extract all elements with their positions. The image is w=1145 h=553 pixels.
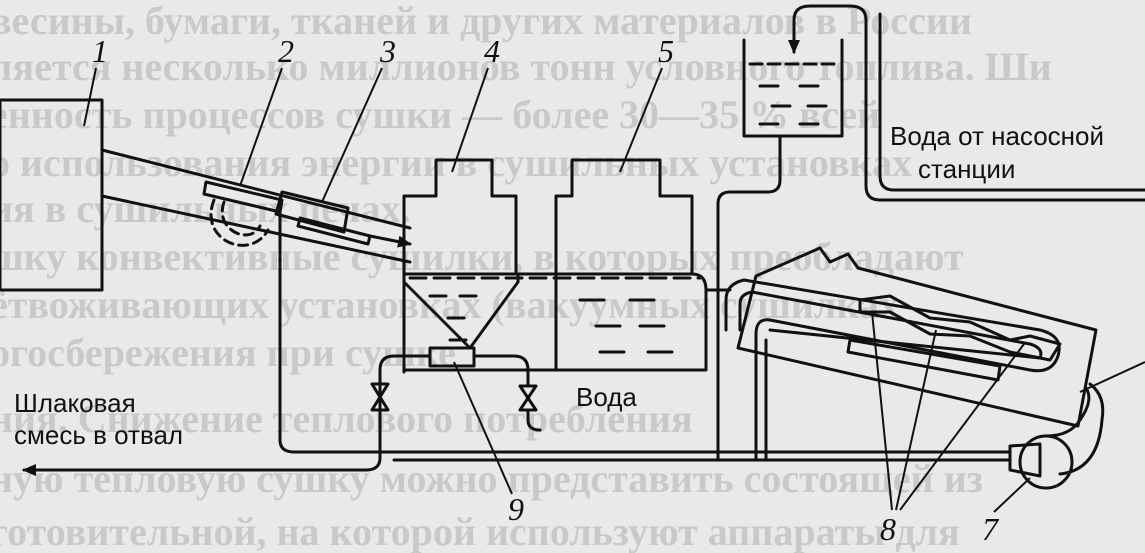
water-from-station-line-1: Вода от насосной [890, 121, 1104, 151]
slag-label-line-2: смесь в отвал [14, 420, 183, 450]
label-1: 1 [92, 33, 108, 69]
leader-9 [453, 361, 513, 495]
water-dashes-top [748, 62, 840, 126]
label-4: 4 [484, 33, 500, 69]
pipe-inlet-top-inner [878, 12, 1145, 192]
pipe-right-drain [472, 354, 530, 388]
leader-5 [619, 67, 663, 173]
leader-7 [993, 477, 1031, 513]
label-8: 8 [880, 511, 896, 547]
leader-1 [83, 67, 97, 127]
valve-right [518, 384, 538, 412]
tank-4 [402, 158, 518, 374]
bg-line-10: ную тепловую сушку можно представить сос… [0, 456, 983, 501]
leader-8c [899, 343, 1025, 511]
exchanger-block [736, 246, 1098, 428]
tanks-body [402, 272, 708, 372]
leader-2 [239, 67, 283, 187]
water-from-station-line-2: станции [918, 154, 1015, 184]
leader-8a [871, 311, 893, 511]
label-3: 3 [379, 33, 396, 69]
leader-8b [895, 329, 937, 511]
label-9: 9 [508, 491, 524, 527]
bg-line-9: ния. Снижение теплового потребления [0, 396, 693, 441]
slag-chute [100, 148, 412, 264]
label-7: 7 [982, 511, 1000, 547]
pipe-left-drain [58, 354, 432, 472]
leader-3 [321, 67, 383, 203]
pipe-inlet-top [792, 4, 1145, 202]
pump-7 [1008, 382, 1105, 490]
tank-5 [554, 158, 694, 276]
leader-4 [451, 67, 489, 173]
water-dashes-tank [408, 276, 702, 354]
pipe-bottom-return [278, 210, 1012, 454]
leader-right [1079, 361, 1145, 393]
pipe-right-valve-down [526, 408, 542, 432]
label-2: 2 [278, 33, 294, 69]
pipe-water-supply [716, 134, 782, 462]
bg-line-6: шку конвективные сушилки, в которых прео… [0, 234, 964, 279]
bg-line-8: огосбережения при сушке [0, 330, 456, 375]
slag-label-line-1: Шлаковая [14, 388, 136, 418]
bg-line-11: готовительной, на которой используют апп… [0, 509, 960, 553]
top-water-tank [742, 38, 844, 138]
water-label: Вода [576, 382, 637, 412]
bg-line-3: енность процессов сушки — более 30—35 % … [0, 92, 880, 137]
valve-left [370, 382, 390, 412]
label-5: 5 [658, 33, 674, 69]
bg-line-2: ляется несколько миллионов тонн условног… [0, 44, 1052, 89]
